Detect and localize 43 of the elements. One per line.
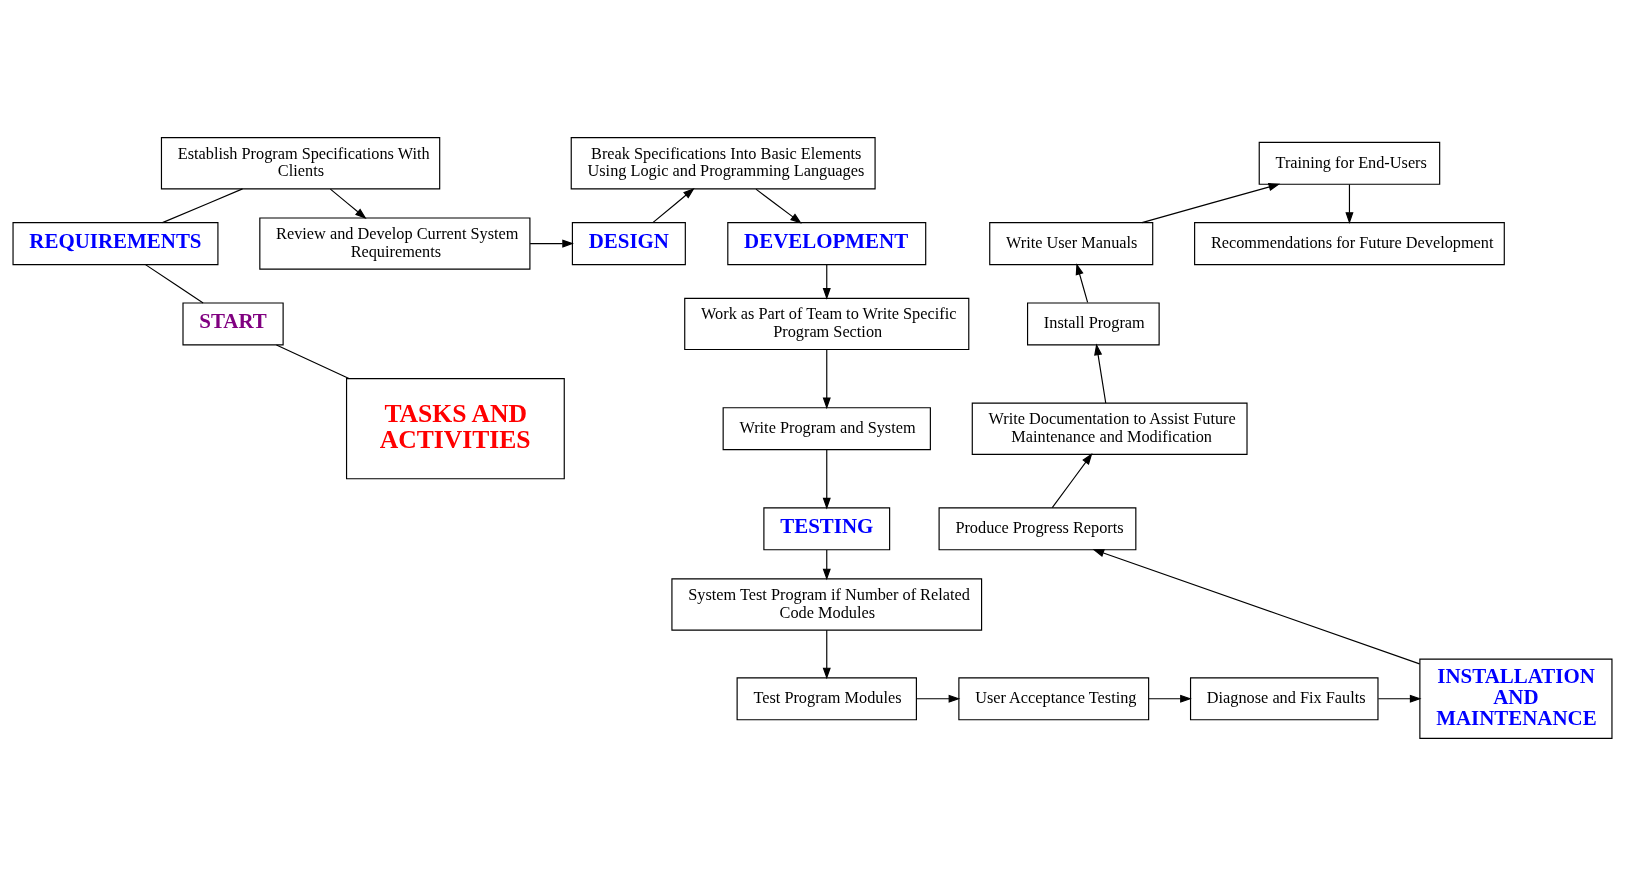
node-box: Diagnose and Fix Faults — [1189, 676, 1379, 720]
node-box: DEVELOPMENT — [727, 221, 927, 265]
arrow — [822, 629, 831, 679]
node-box: User Acceptance Testing — [958, 676, 1150, 720]
node-box: System Test Program if Number of Related Code Modules — [671, 577, 983, 631]
arrow — [652, 187, 695, 223]
connector — [275, 344, 350, 379]
connector — [144, 263, 204, 303]
node-box: Write Program and System — [722, 406, 931, 450]
arrow — [1377, 694, 1422, 703]
arrow — [1148, 694, 1192, 703]
arrow — [329, 188, 367, 219]
node-box: TESTING — [763, 506, 891, 550]
arrow — [822, 263, 831, 300]
arrow — [1345, 183, 1354, 224]
node-box: Write User Manuals — [989, 221, 1154, 265]
arrow — [1141, 182, 1281, 223]
node-box: Write Documentation to Assist Future Maintenance and Modification — [971, 402, 1248, 455]
arrow — [1094, 343, 1107, 404]
node-box: Break Specifications Into Basic Elements Using Logic and Programming Languages — [570, 136, 876, 189]
node-box: Install Program — [1027, 301, 1160, 345]
node-box: TASKS AND ACTIVITIES — [346, 377, 565, 479]
arrow — [822, 449, 831, 509]
arrow — [1051, 452, 1093, 508]
arrow — [1092, 548, 1421, 664]
node-box: DESIGN — [571, 221, 686, 265]
node-box: Training for End-Users — [1258, 141, 1441, 185]
node-box: REQUIREMENTS — [12, 221, 219, 265]
node-box: Establish Program Specifications With Clients — [160, 136, 441, 189]
connector — [161, 187, 244, 223]
arrow — [822, 548, 831, 580]
node-box: Test Program Modules — [736, 676, 917, 720]
arrow — [755, 188, 802, 224]
node-box: START — [182, 301, 284, 345]
arrow — [529, 239, 574, 248]
node-box: Produce Progress Reports — [938, 506, 1137, 550]
node-box: INSTALLATION AND MAINTENANCE — [1419, 658, 1613, 739]
arrow — [822, 348, 831, 409]
arrow — [1075, 262, 1089, 303]
node-box: Recommendations for Future Development — [1194, 221, 1505, 265]
node-box: Work as Part of Team to Write Specific Program Section — [684, 297, 970, 350]
node-box: Review and Develop Current System Requirements — [259, 216, 531, 270]
arrow — [916, 694, 961, 703]
